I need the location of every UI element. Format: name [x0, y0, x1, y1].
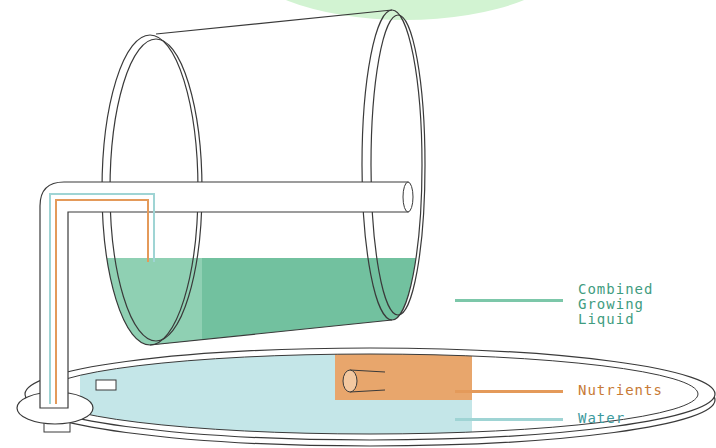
legend-swatch [455, 299, 563, 302]
drum-outline [102, 10, 425, 345]
feed-pipe [40, 182, 413, 408]
legend-label: Combined Growing Liquid [578, 282, 662, 327]
base-tray [17, 348, 715, 446]
legend-label: Nutrients [578, 383, 662, 398]
legend-label: Water [578, 411, 662, 426]
legend-swatch [455, 390, 563, 393]
background-arc [240, 0, 570, 20]
legend-swatch [455, 418, 563, 421]
